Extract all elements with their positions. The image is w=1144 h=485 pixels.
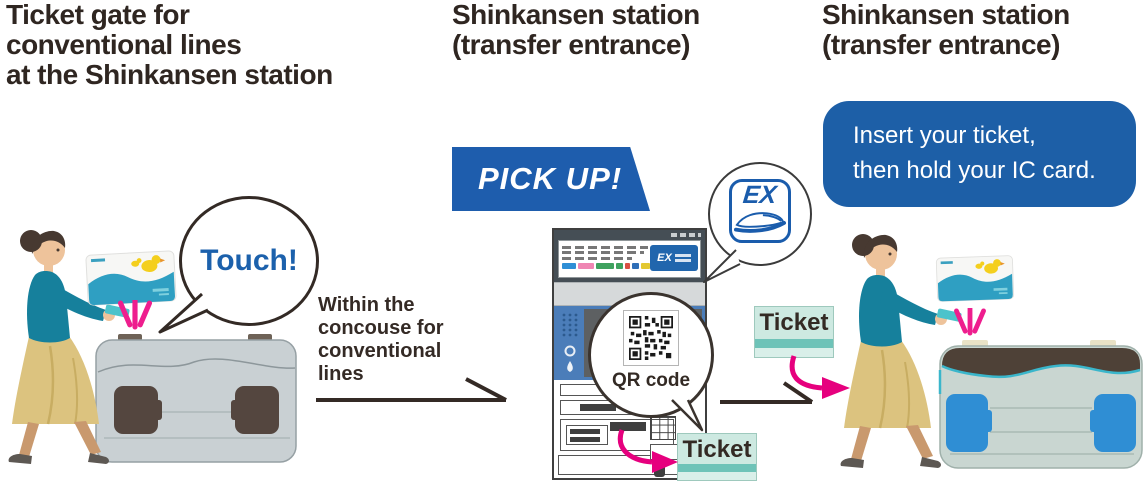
ex-bubble-tail [703,249,741,283]
ticket-label-right-text: Ticket [759,309,829,336]
touch-sparks-left-icon [116,300,154,331]
qr-magnifier-bubble: QR code [588,292,714,418]
heading-middle: Shinkansen station (transfer entrance) [452,0,700,60]
shinkansen-train-icon [734,212,786,233]
sign-text-row [562,245,648,249]
instruction-box: Insert your ticket, then hold your IC ca… [823,101,1136,207]
ex-logo: EX [729,179,791,243]
heading-left-line1: Ticket gate for [6,0,190,30]
machine-tray [566,425,608,445]
touch-label: Touch! [200,244,298,277]
heading-left-line2: conventional lines [6,29,242,60]
instruction-line2: then hold your IC card. [853,157,1096,184]
pickup-banner: PICK UP! [452,147,650,211]
transition-line2: concouse for [318,317,444,339]
machine-slot [580,404,616,411]
heading-left: Ticket gate for conventional lines at th… [6,0,333,90]
touch-sparks-right-icon [952,308,988,337]
heading-middle-line1: Shinkansen station [452,0,700,30]
ex-logo-text: EX [741,181,779,209]
machine-speaker-and-buttons [562,313,578,372]
sign-text-row [562,251,644,254]
pink-arrow-machine-to-ticket-icon [618,429,678,473]
transition-line4: lines [318,363,364,385]
ticket-outlet-slot [610,422,646,431]
qr-code-image [623,310,679,366]
ticket-gate-right-illustration [938,340,1143,469]
machine-slot [570,429,600,434]
ticket-stripe [755,339,833,348]
badge-ex-text: EX [657,252,672,264]
heading-right-line1: Shinkansen station [822,0,1070,30]
arrow-middle-to-right-icon [720,381,814,404]
ticket-label-middle-text: Ticket [682,436,752,463]
transition-line1: Within the [318,294,415,316]
qr-code-icon [629,316,673,360]
machine-slot [570,437,600,442]
machine-slot [654,464,665,477]
badge-text-bars [674,252,691,264]
arrow-left-to-middle-icon [316,377,507,402]
machine-header-smalltext [671,233,701,237]
heading-right-line2: (transfer entrance) [822,29,1060,60]
pink-arrow-ticket-to-gate-icon [789,355,850,399]
machine-sign: EX [558,240,701,278]
machine-header: EX [554,230,705,282]
ticket-bottom [755,348,833,357]
instruction-line1: Insert your ticket, [853,122,1036,149]
pickup-label: PICK UP! [478,161,623,196]
heading-right: Shinkansen station (transfer entrance) [822,0,1070,60]
ex-ticket-pickup-badge: EX [650,245,698,271]
qr-caption: QR code [611,370,691,391]
transition-line3: conventional [318,340,442,362]
ex-app-bubble: EX [708,162,812,266]
sign-color-chips [562,262,650,269]
ic-card-right [935,255,1015,302]
ticket-label-right: Ticket [754,306,834,358]
touch-bubble-tail [158,292,209,334]
transition-note: Within the concouse for conventional lin… [318,294,444,386]
heading-left-line3: at the Shinkansen station [6,59,333,90]
qr-bubble-tail [671,399,704,432]
ticket-stripe [678,464,756,472]
sign-text-row [562,256,632,260]
ticket-label-middle: Ticket [677,433,757,481]
ticket-gate-left-illustration [95,334,297,463]
touch-speech-bubble: Touch! [179,196,319,326]
ticket-bottom [678,472,756,480]
heading-middle-line2: (transfer entrance) [452,29,690,60]
